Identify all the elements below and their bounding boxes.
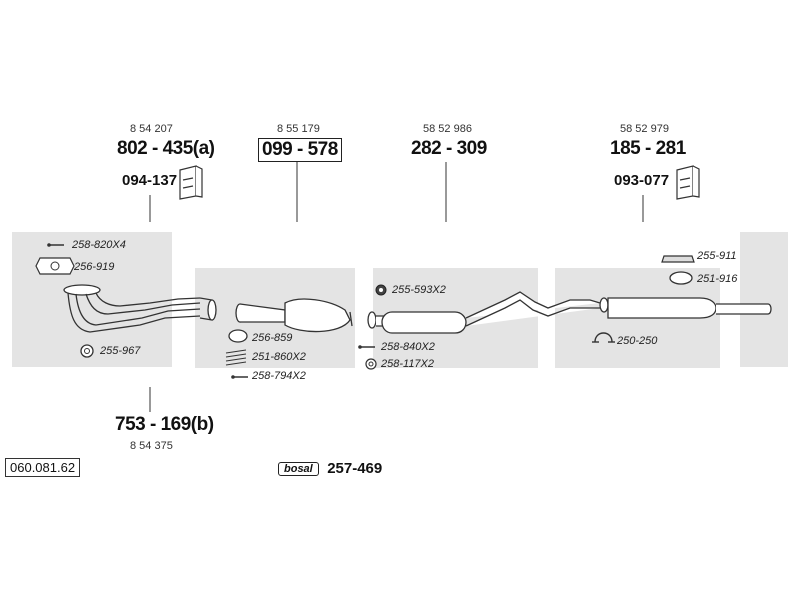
bolt-icon	[47, 243, 64, 247]
label-256-859: 256-859	[252, 332, 293, 344]
label-256-919: 256-919	[74, 261, 115, 273]
diagram-code: 060.081.62	[5, 458, 81, 477]
center-silencer-icon	[367, 291, 601, 334]
label-255-967: 255-967	[100, 345, 141, 357]
label-258-117x2: 258-117X2	[381, 358, 435, 370]
rear-silencer-icon	[599, 297, 772, 319]
callout-1-sub: 094-137	[122, 172, 178, 189]
spring-icon	[225, 349, 247, 366]
watermark-band-5	[740, 232, 788, 367]
callout-3-ref: 58 52 986	[423, 123, 472, 135]
callout-4-sub: 093-077	[614, 172, 670, 189]
label-258-820x4: 258-820X4	[72, 239, 126, 251]
bottom-callout-ref: 8 54 375	[130, 440, 173, 452]
pipe-clamp-icon	[592, 332, 615, 343]
small-bolt-icon	[231, 375, 248, 379]
bottom-callout-part: 753 - 169(b)	[115, 414, 214, 435]
ring-gasket-icon	[80, 344, 94, 358]
kit-number: 257-469	[327, 460, 383, 478]
hanger-bracket-icon	[179, 165, 203, 200]
rear-mount-icon	[661, 255, 695, 263]
label-258-840x2: 258-840X2	[381, 341, 435, 353]
catalytic-converter-icon	[235, 298, 353, 333]
flange-gasket-icon	[228, 329, 248, 343]
label-258-794x2: 258-794X2	[252, 370, 306, 382]
watermark-band-1	[12, 232, 172, 367]
front-pipe-icon	[63, 284, 217, 333]
rear-gasket-icon	[669, 271, 693, 285]
nut-icon	[365, 358, 377, 370]
brand-kit: bosal 257-469	[278, 460, 382, 478]
callout-4-ref: 58 52 979	[620, 123, 669, 135]
callout-1-part: 802 - 435(a)	[117, 138, 215, 159]
callout-2-part: 099 - 578	[258, 138, 342, 162]
label-251-916: 251-916	[697, 273, 738, 285]
callout-2-ref: 8 55 179	[277, 123, 320, 135]
hanger-bracket-2-icon	[676, 165, 700, 200]
rubber-mount-icon	[375, 284, 387, 296]
label-250-250: 250-250	[617, 335, 658, 347]
clamp-bolt-icon	[358, 345, 375, 349]
brand-logo: bosal	[278, 461, 319, 476]
callout-3-part: 282 - 309	[411, 138, 487, 159]
label-255-911: 255-911	[697, 250, 737, 262]
label-251-860x2: 251-860X2	[252, 351, 306, 363]
gasket-icon	[35, 257, 75, 275]
label-255-593x2: 255-593X2	[392, 284, 446, 296]
callout-1-ref: 8 54 207	[130, 123, 173, 135]
callout-4-part: 185 - 281	[610, 138, 686, 159]
